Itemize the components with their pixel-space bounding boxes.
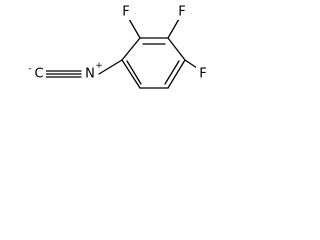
atom-labels: F F F N + C - <box>28 4 210 82</box>
bond-c1-nitrogen <box>98 59 123 75</box>
ring-bond-c4-c5 <box>167 59 186 89</box>
nitrogen-label: N <box>85 67 95 82</box>
ring-double-bond-c4-c5 <box>164 60 180 85</box>
fluorine-c4-background <box>196 66 210 82</box>
fluorine-c3-background <box>175 4 189 20</box>
bond-c4-fluorine <box>184 59 198 69</box>
nitrogen-charge: + <box>95 61 103 71</box>
fluorine-bonds <box>128 18 198 69</box>
ring-double-bond-c6-c1 <box>126 60 142 85</box>
benzene-ring <box>121 37 186 89</box>
fluorine-c2-label: F <box>122 5 129 20</box>
isocyanide-group <box>45 59 123 78</box>
isocyanide-carbon-background <box>31 65 46 82</box>
isocyanide-carbon-label: C <box>34 67 43 82</box>
fluorine-c4-label: F <box>199 67 206 82</box>
molecule-structure: F F F N + C - <box>28 4 210 89</box>
ring-bond-c6-c1 <box>121 59 141 89</box>
fluorine-c3-label: F <box>178 5 185 20</box>
fluorine-c2-background <box>119 4 133 20</box>
ring-bond-c1-c2 <box>121 37 141 61</box>
bond-c3-fluorine <box>167 18 180 39</box>
isocyanide-carbon-charge: - <box>28 64 31 74</box>
nitrogen-background <box>83 65 98 82</box>
bond-c2-fluorine <box>128 18 141 39</box>
ring-bond-c3-c4 <box>167 37 186 61</box>
